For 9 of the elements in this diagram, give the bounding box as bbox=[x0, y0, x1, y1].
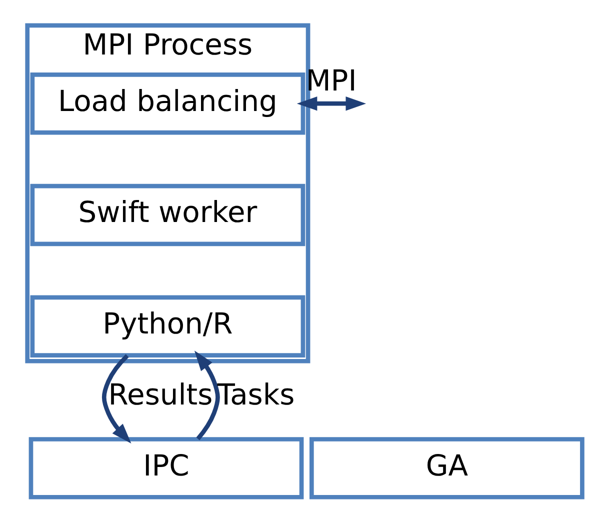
node-box: Python/R bbox=[30, 295, 305, 358]
node-box: Swift worker bbox=[30, 184, 305, 246]
arrow bbox=[194, 350, 220, 440]
node-box: Load balancing bbox=[30, 72, 305, 135]
edge-label: Results bbox=[108, 378, 212, 412]
node-box: IPC bbox=[28, 437, 304, 500]
arrow bbox=[296, 96, 366, 111]
arrow bbox=[101, 354, 131, 444]
node-box: GA bbox=[309, 437, 584, 500]
